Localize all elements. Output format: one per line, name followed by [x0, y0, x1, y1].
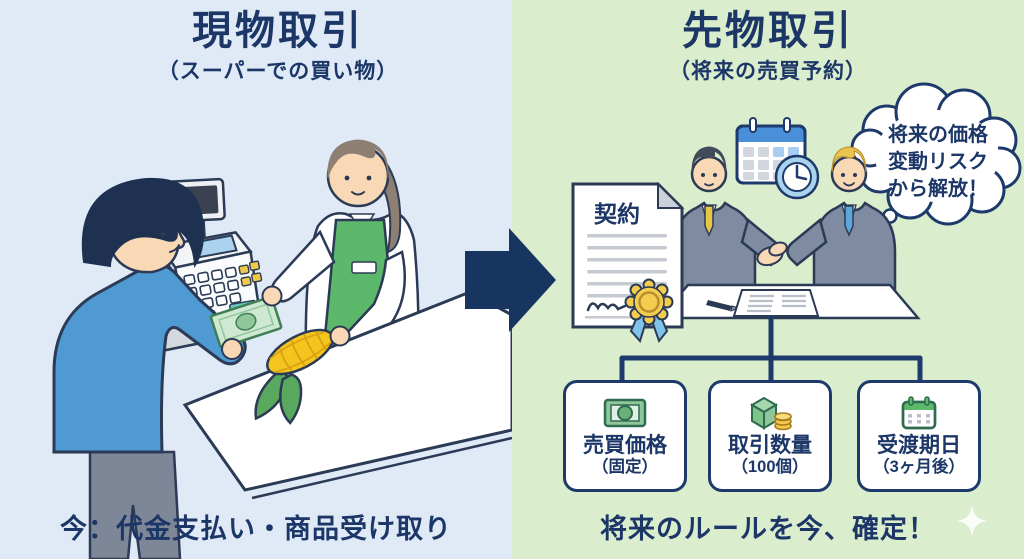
name-tag-icon [351, 261, 377, 274]
rule-box-quantity-label: 取引数量 [728, 434, 812, 458]
rule-box-delivery-sub: （3ヶ月後） [873, 457, 965, 476]
counter-front-edge [251, 436, 512, 500]
contract-label: 契約 [593, 201, 640, 227]
spot-trading-panel: 現物取引 （スーパーでの買い物） [0, 0, 512, 559]
bubble-line-2: 変動リスク [888, 149, 988, 173]
rule-box-quantity-sub: （100個） [731, 457, 809, 476]
table-document [732, 289, 820, 317]
thought-bubble: 将来の価格 変動リスク から解放！ [850, 82, 1022, 226]
futures-trading-panel: 先物取引 （将来の売買予約） 将来の価格 変動リスク から解放！ [512, 0, 1024, 559]
handshake-icon [756, 241, 788, 267]
customer-illustration [52, 177, 247, 559]
banknote-icon [603, 399, 647, 428]
cashier-hand [261, 285, 283, 307]
bubble-line-1: 将来の価格 [888, 122, 989, 146]
rule-box-price-sub: （固定） [592, 457, 658, 476]
spot-caption: 今：代金支払い・商品受け取り [60, 514, 452, 544]
supermarket-checkout-illustration [52, 139, 512, 559]
futures-caption: 将来のルールを今、確定！ [600, 514, 936, 544]
ponytail [382, 163, 402, 254]
corn-icon [254, 325, 351, 425]
package-coins-icon [750, 397, 792, 431]
connector-lines [619, 315, 923, 383]
banknote-icon [209, 295, 283, 349]
customer-hand [221, 338, 243, 360]
clock-icon [774, 154, 820, 200]
rule-box-price-label: 売買価格 [583, 434, 667, 458]
futures-subtitle: （将来の売買予約） [669, 60, 867, 83]
spot-subtitle: （スーパーでの買い物） [157, 60, 399, 83]
bubble-line-3: から解放！ [888, 176, 988, 200]
futures-title: 先物取引 [682, 9, 854, 53]
spot-panel-header: 現物取引 （スーパーでの買い物） [22, 8, 534, 85]
signature-squiggle [586, 302, 627, 312]
contract-document: 契約 [571, 181, 685, 344]
rule-box-delivery-label: 受渡期日 [877, 434, 961, 458]
rule-box-quantity: 取引数量 （100個） [708, 380, 832, 492]
gold-seal-icon [624, 278, 674, 344]
delivery-calendar-icon [901, 396, 937, 430]
futures-agreement-illustration: 将来の価格 変動リスク から解放！ [571, 82, 1022, 537]
spot-title: 現物取引 [192, 9, 364, 53]
checkout-counter [182, 290, 512, 492]
rule-box-delivery-date: 受渡期日 （3ヶ月後） [857, 380, 981, 492]
businessman-right [786, 146, 897, 294]
rule-box-price: 売買価格 （固定） [563, 380, 687, 492]
sparkle-icon [956, 505, 988, 537]
futures-panel-header: 先物取引 （将来の売買予約） [512, 8, 1024, 85]
